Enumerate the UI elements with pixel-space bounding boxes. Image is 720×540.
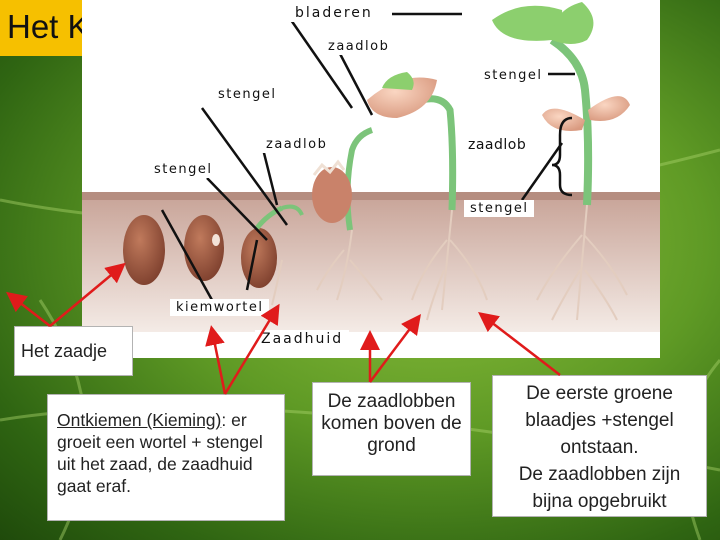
ontkiemen-heading: Ontkiemen (Kieming)	[57, 410, 222, 430]
soil	[82, 192, 660, 332]
roots	[271, 204, 628, 321]
germination-diagram: bladeren zaadlob stengel stengel zaadlob…	[82, 0, 660, 358]
seed-1	[123, 215, 165, 285]
diagram-illustration	[82, 2, 660, 332]
label-zaadhuid: Zaadhuid	[255, 330, 350, 348]
label-zaadlob-middle: zaadlob	[260, 136, 334, 153]
label-kiemwortel: kiemwortel	[170, 299, 270, 316]
leaf-left	[492, 5, 563, 41]
label-bladeren: bladeren	[289, 4, 379, 22]
label-zaadlob-top: zaadlob	[322, 38, 396, 55]
label-stengel-top-right: stengel	[478, 67, 549, 84]
box-groene-blaadjes: De eerste groene blaadjes +stengel ontst…	[492, 375, 707, 517]
box-zaadlobben-boven: De zaadlobben komen boven de grond	[312, 382, 471, 476]
pointer-lines	[160, 12, 575, 301]
ontkiemen-colon: :	[221, 410, 227, 430]
seed-2	[184, 215, 224, 281]
label-zaadlob-right: zaadlob	[462, 136, 533, 154]
box-ontkiemen: Ontkiemen (Kieming): er groeit een worte…	[47, 394, 285, 521]
label-stengel-right: stengel	[464, 200, 535, 217]
ontkiemen-body: er groeit een wortel + stengel uit het z…	[57, 410, 263, 496]
groen-line-2: De zaadlobben zijn bijna opgebruikt	[518, 464, 681, 512]
seed-3	[241, 228, 277, 288]
leaf-right	[552, 2, 594, 44]
groen-line-1: De eerste groene blaadjes +stengel ontst…	[525, 383, 674, 458]
seedling-cotyledon	[312, 167, 352, 223]
label-stengel-far-left: stengel	[148, 161, 219, 178]
box-het-zaadje: Het zaadje	[14, 326, 133, 376]
label-stengel-left: stengel	[212, 86, 283, 103]
